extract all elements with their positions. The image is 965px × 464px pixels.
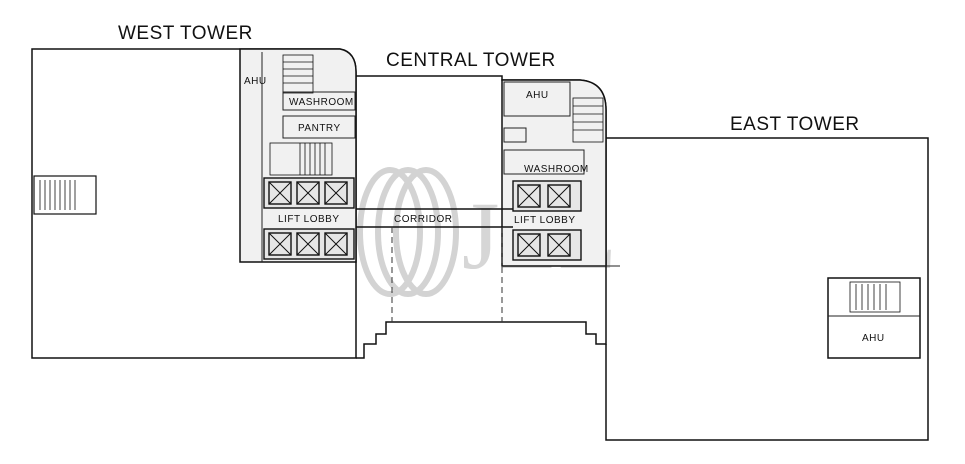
- west-lift-bank-lower: [263, 228, 355, 260]
- west-lift-lobby-label: LIFT LOBBY: [278, 214, 340, 225]
- east-tower-outline: [605, 137, 929, 441]
- corridor-label: CORRIDOR: [394, 214, 452, 225]
- west-pantry-label: PANTRY: [298, 123, 341, 134]
- east-tower-title: EAST TOWER: [730, 114, 860, 135]
- west-core-stair-top: [282, 54, 314, 94]
- west-lift-bank-upper: [263, 177, 355, 209]
- central-lift-bank-lower: [512, 229, 582, 261]
- west-ahu-label: AHU: [244, 76, 267, 87]
- central-ahu-label: AHU: [526, 90, 549, 101]
- east-ahu-label: AHU: [862, 333, 885, 344]
- east-ahu-room: [827, 277, 921, 359]
- corridor: [356, 208, 620, 322]
- central-lift-bank-upper: [512, 180, 582, 212]
- west-tower-title: WEST TOWER: [118, 23, 253, 44]
- west-core: [239, 48, 357, 263]
- central-washroom-label: WASHROOM: [524, 164, 589, 175]
- central-core: [501, 79, 607, 267]
- west-washroom-label: WASHROOM: [289, 97, 354, 108]
- central-core-stair: [572, 97, 604, 143]
- central-lift-lobby-label: LIFT LOBBY: [514, 215, 576, 226]
- west-core-stair-mid: [269, 142, 333, 176]
- west-wing-stair: [33, 175, 97, 215]
- central-tower-title: CENTRAL TOWER: [386, 50, 556, 71]
